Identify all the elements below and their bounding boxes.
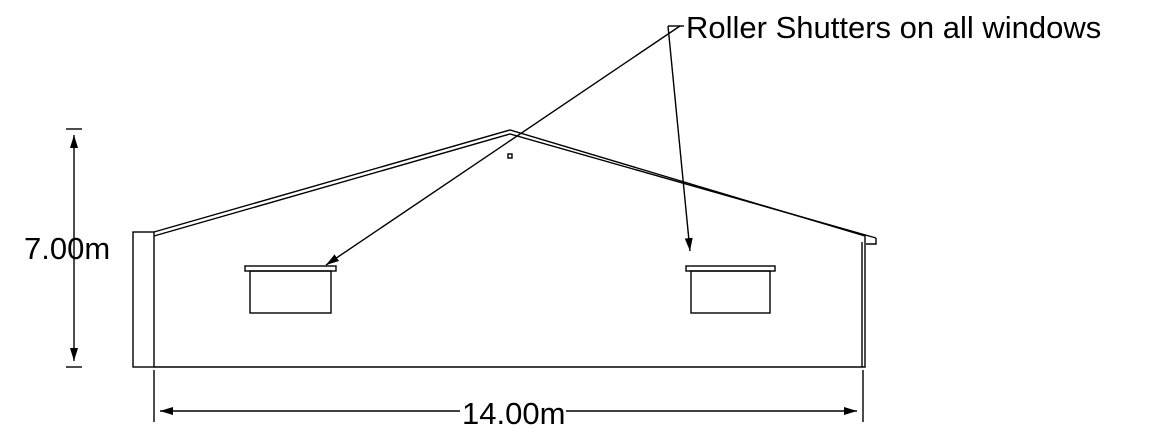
height-dimension-line <box>66 128 82 368</box>
gable-wall <box>153 129 866 368</box>
left-window <box>244 265 337 314</box>
leader-left-window <box>325 25 681 266</box>
roof-line <box>153 133 877 239</box>
right-shutter-box <box>685 265 776 272</box>
right-window-pane <box>690 270 771 314</box>
height-dimension-label: 7.00m <box>24 231 111 266</box>
width-dimension-line <box>153 370 864 422</box>
left-end-wall <box>132 231 155 368</box>
gutter-detail <box>861 238 877 367</box>
roller-shutter-note: Roller Shutters on all windows <box>686 10 1102 45</box>
left-shutter-box <box>244 265 337 272</box>
width-dimension-label: 14.00m <box>461 396 567 431</box>
right-window <box>685 265 776 314</box>
leader-right-window <box>667 25 693 252</box>
left-window-pane <box>249 270 332 314</box>
ridge-vent <box>507 153 513 159</box>
